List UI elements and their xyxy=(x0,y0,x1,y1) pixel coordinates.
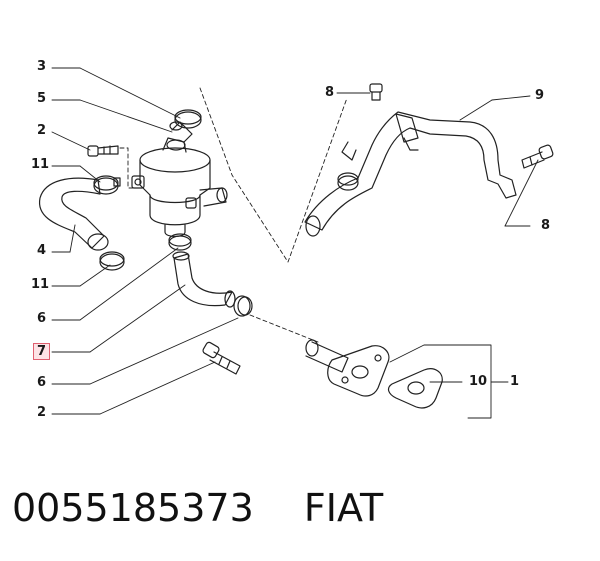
clamp-part-6-bottom xyxy=(233,295,253,317)
brand-name: FIAT xyxy=(303,486,384,530)
bolt-part-2-top xyxy=(87,145,119,157)
bolt-part-2-bottom xyxy=(202,341,241,375)
callout-2-top: 2 xyxy=(37,123,47,138)
callout-2-bottom: 2 xyxy=(37,405,47,420)
footer-caption: 0055185373 FIAT xyxy=(12,486,383,530)
bolt-part-8-right xyxy=(521,144,554,169)
hose-part-7 xyxy=(172,251,236,308)
callout-8-right: 8 xyxy=(541,218,551,233)
callout-10: 10 xyxy=(469,374,488,389)
callout-11-bottom: 11 xyxy=(31,277,50,292)
callout-3: 3 xyxy=(37,59,47,74)
clamp-part-6-top xyxy=(168,233,192,251)
callout-6-bottom: 6 xyxy=(37,375,47,390)
clamp-part-11-top xyxy=(93,175,121,195)
clamp-part-11-bottom xyxy=(99,251,125,271)
callout-6-top: 6 xyxy=(37,311,47,326)
gasket-part-10 xyxy=(387,368,443,409)
flange-tube-part-1 xyxy=(305,339,390,397)
tube-part-5 xyxy=(169,121,193,143)
bolt-part-8-top xyxy=(369,83,383,101)
callout-5: 5 xyxy=(37,91,47,106)
callout-11-top: 11 xyxy=(31,157,50,172)
oil-separator xyxy=(131,137,228,238)
leader-lines xyxy=(51,67,539,419)
callout-8-top: 8 xyxy=(325,85,335,100)
parts-diagram xyxy=(39,67,554,419)
clamp-part-3 xyxy=(174,109,202,129)
callout-4: 4 xyxy=(37,243,47,258)
breather-pipe-part-9 xyxy=(304,111,517,237)
part-number: 0055185373 xyxy=(12,486,254,530)
callout-9: 9 xyxy=(535,88,545,103)
callout-7-highlighted: 7 xyxy=(33,343,51,360)
hose-part-4 xyxy=(39,177,109,251)
callout-1: 1 xyxy=(510,374,520,389)
